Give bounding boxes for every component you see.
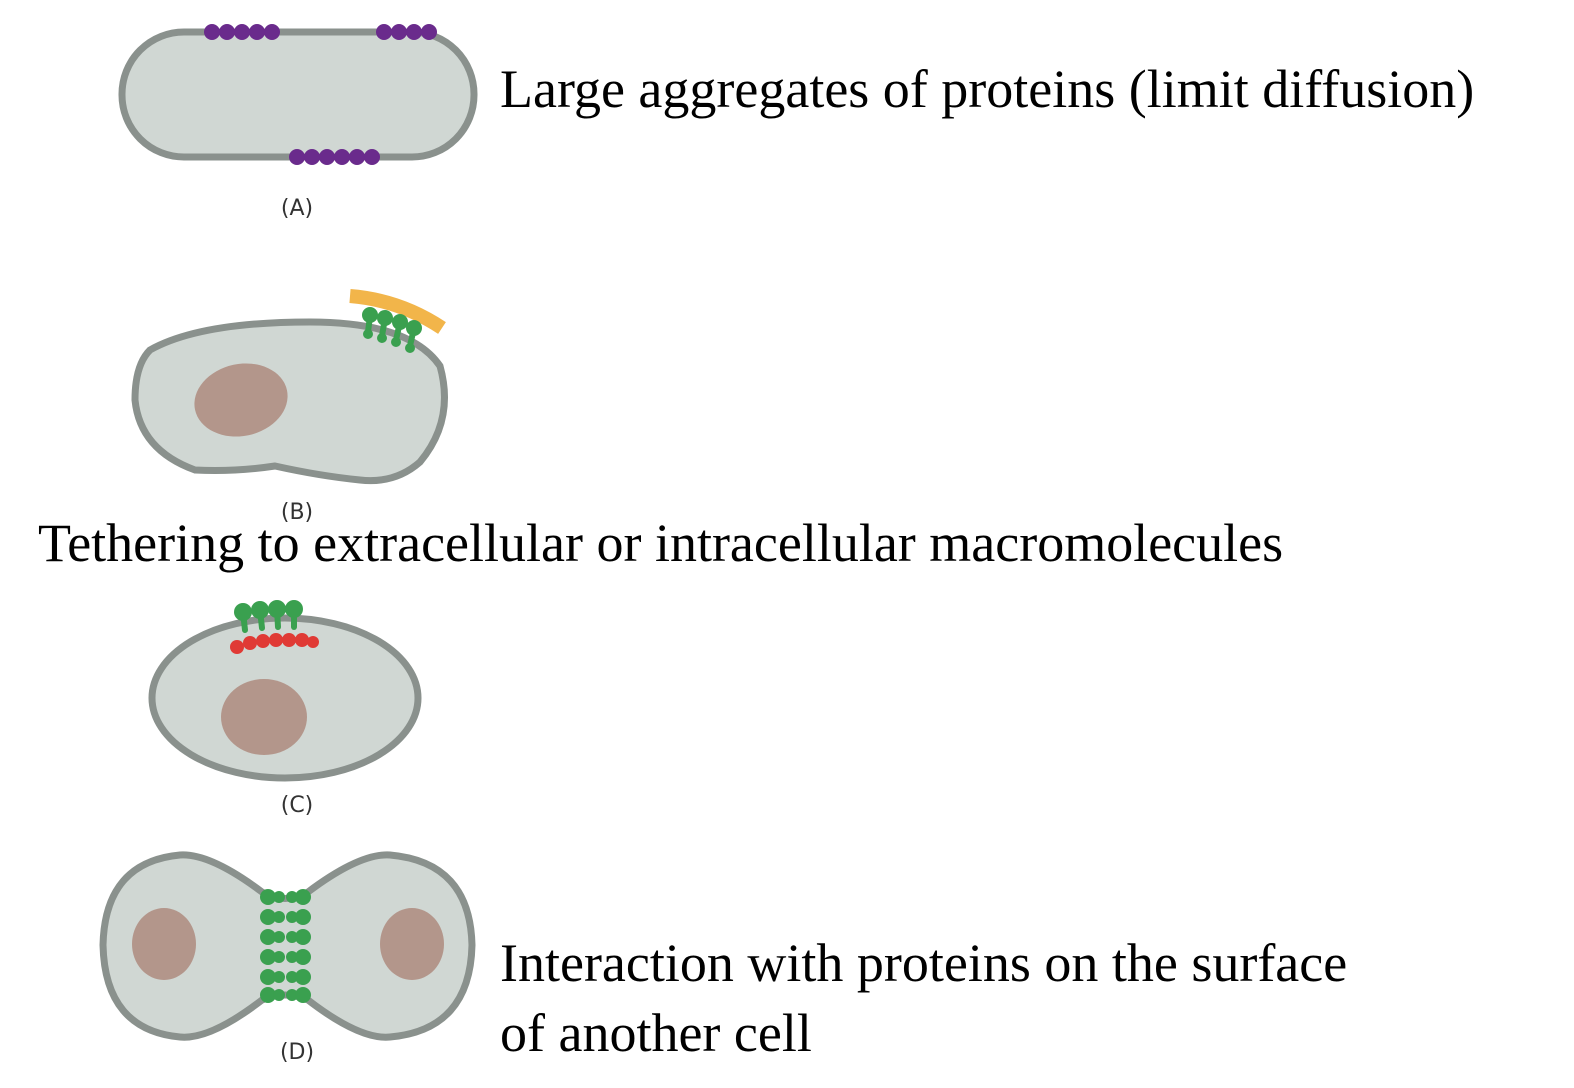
caption-d-line-1: Interaction with proteins on the surface	[500, 933, 1348, 993]
caption-b: Tethering to extracellular or intracellu…	[38, 513, 1284, 573]
panel-d-diagram	[99, 851, 476, 1041]
nucleus-c	[221, 679, 307, 755]
cell-b	[131, 318, 448, 485]
extracellular-matrix-b	[349, 289, 446, 334]
panel-label-d: (D)	[279, 1040, 315, 1065]
cell-a	[118, 28, 478, 161]
protein-aggregate-a-top-left	[204, 24, 280, 40]
nucleus-d-right	[380, 908, 444, 980]
protein-aggregate-a-bottom	[289, 149, 380, 165]
tethered-proteins-b	[362, 307, 422, 353]
panel-a-diagram	[118, 24, 478, 165]
nucleus-b	[194, 363, 288, 437]
nucleus-d-left	[132, 908, 196, 980]
caption-a: Large aggregates of proteins (limit diff…	[500, 59, 1475, 119]
protein-aggregate-a-top-right	[376, 24, 437, 40]
panel-label-b: (B)	[280, 500, 314, 525]
tethered-proteins-c	[234, 600, 303, 633]
intracellular-anchor-c	[230, 633, 319, 654]
panel-label-a: (A)	[280, 196, 314, 221]
interacting-proteins-d	[260, 889, 311, 1003]
panel-b-diagram	[131, 289, 448, 485]
panel-label-c: (C)	[280, 793, 314, 818]
caption-d-line-2: of another cell	[500, 1003, 812, 1063]
panel-c-diagram	[148, 600, 422, 782]
